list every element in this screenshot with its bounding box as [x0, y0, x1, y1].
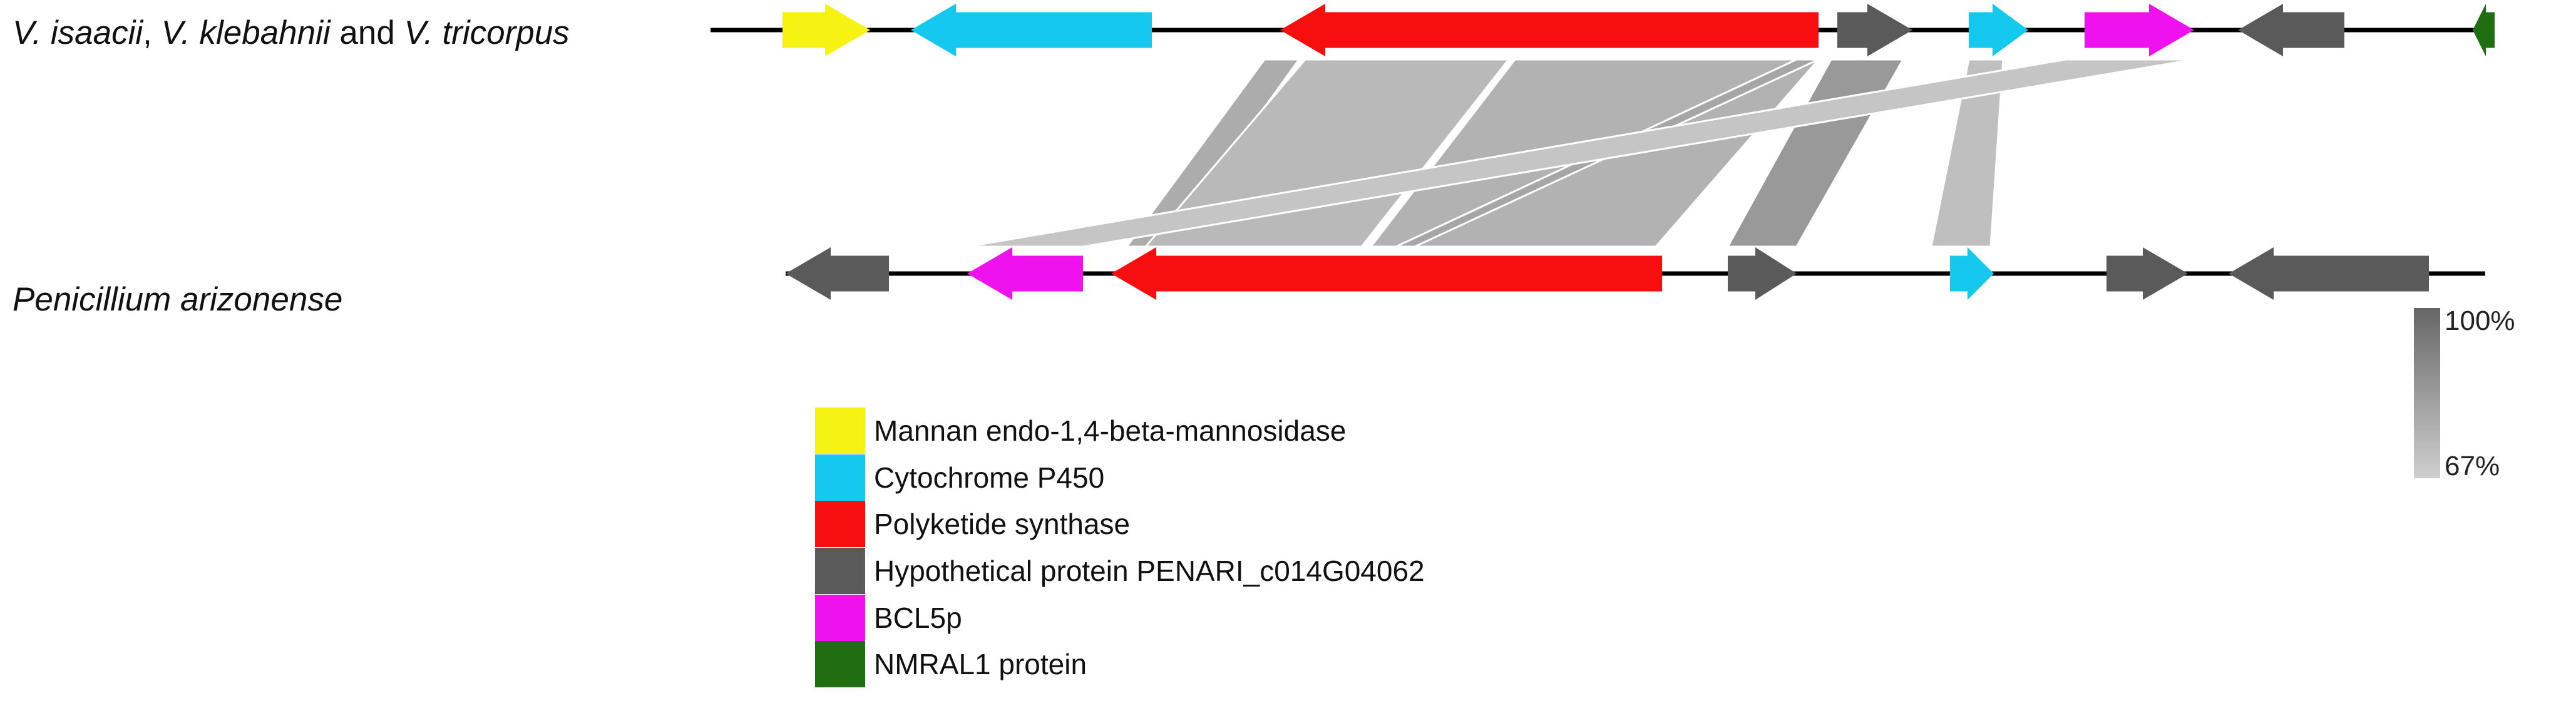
label-part: Penicillium arizonense	[13, 281, 343, 318]
top-gene-bcl5p-6	[2085, 4, 2194, 56]
legend-item-mannan: Mannan endo-1,4-beta-mannosidase	[815, 408, 1425, 454]
bottom-gene-hypothetical-4	[1728, 247, 1797, 300]
label-part: ,	[143, 14, 162, 51]
legend-label: BCL5p	[874, 601, 962, 634]
label-part: and	[330, 14, 404, 51]
identity-scale-bar	[2414, 308, 2440, 478]
legend-label: Hypothetical protein PENARI_c014G04062	[874, 555, 1425, 588]
legend-swatch	[815, 594, 865, 641]
label-part: V. tricorpus	[404, 14, 570, 51]
top-gene-mannan-1	[783, 4, 870, 56]
legend-label: Polyketide synthase	[874, 508, 1131, 541]
legend-item-hypothetical: Hypothetical protein PENARI_c014G04062	[815, 548, 1425, 595]
identity-scale-max-label: 100%	[2445, 305, 2515, 336]
similarity-link	[1930, 58, 2004, 248]
legend-swatch	[815, 501, 865, 548]
bottom-gene-hypothetical-1	[786, 247, 889, 300]
legend-item-bcl5p: BCL5p	[815, 594, 1425, 641]
top-track-label: V. isaacii, V. klebahnii and V. tricorpu…	[13, 14, 570, 52]
legend-swatch	[815, 408, 865, 454]
bottom-gene-hypothetical-7	[2229, 247, 2429, 300]
bottom-track-label: Penicillium arizonense	[13, 280, 342, 319]
top-gene-hypothetical-7	[2238, 4, 2344, 56]
bottom-gene-p450-5	[1950, 247, 1994, 300]
legend-swatch	[815, 548, 865, 595]
legend-item-nmral1: NMRAL1 protein	[815, 641, 1425, 688]
identity-scale-min-label: 67%	[2445, 451, 2500, 481]
label-part: V. klebahnii	[161, 14, 331, 51]
top-gene-nmral1-8	[2473, 4, 2495, 56]
legend-label: Cytochrome P450	[874, 461, 1105, 494]
top-gene-p450-5	[1969, 4, 2028, 56]
legend-swatch	[815, 641, 865, 688]
legend-item-pks: Polyketide synthase	[815, 501, 1425, 548]
similarity-link	[967, 58, 2195, 248]
top-gene-hypothetical-4	[1837, 4, 1912, 56]
legend-swatch	[815, 454, 865, 501]
top-gene-p450-2	[911, 4, 1152, 56]
legend-label: NMRAL1 protein	[874, 648, 1087, 681]
bottom-gene-track	[786, 247, 2429, 300]
label-part: V. isaacii	[13, 14, 143, 51]
top-gene-track	[783, 4, 2495, 56]
legend-label: Mannan endo-1,4-beta-mannosidase	[874, 414, 1347, 448]
similarity-links	[967, 58, 2195, 248]
bottom-gene-hypothetical-6	[2106, 247, 2188, 300]
bottom-gene-bcl5p-2	[967, 247, 1083, 300]
legend-item-p450: Cytochrome P450	[815, 454, 1425, 501]
bottom-gene-pks-3	[1111, 247, 1662, 300]
top-gene-pks-3	[1280, 4, 1819, 56]
